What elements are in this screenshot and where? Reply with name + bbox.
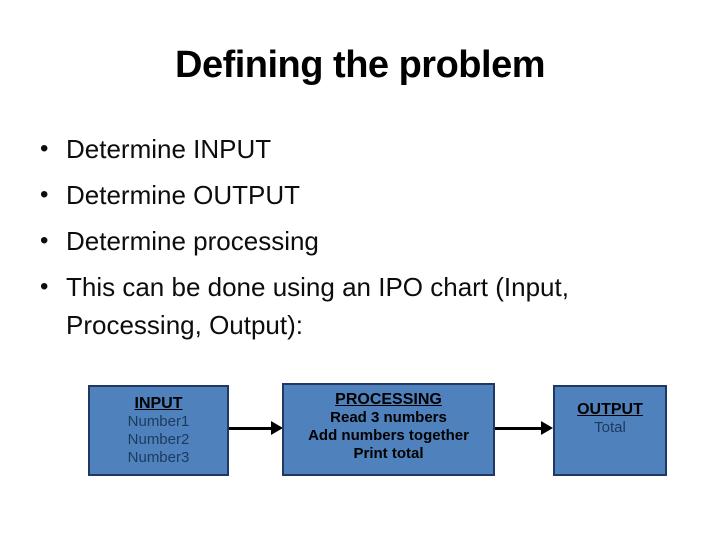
flow-arrow-processing-to-output [495, 427, 542, 430]
bullet-item: • Determine INPUT [38, 130, 653, 168]
ipo-input-line: Number2 [127, 431, 190, 448]
ipo-processing-line: Add numbers together [308, 427, 469, 444]
ipo-processing-line: Print total [353, 445, 424, 462]
bullet-text: Determine INPUT [66, 134, 272, 164]
bullet-dot-icon: • [40, 181, 49, 208]
ipo-output-line: Total [594, 419, 626, 436]
ipo-processing-line: Read 3 numbers [330, 409, 447, 426]
ipo-input-line: Number1 [127, 413, 190, 430]
bullet-list: • Determine INPUT • Determine OUTPUT • D… [38, 130, 653, 352]
ipo-processing-title: PROCESSING [335, 391, 442, 408]
ipo-input-box: INPUT Number1 Number2 Number3 [88, 385, 229, 476]
ipo-input-title: INPUT [134, 395, 183, 412]
bullet-dot-icon: • [40, 273, 49, 300]
ipo-input-line: Number3 [127, 449, 190, 466]
bullet-text: Determine processing [66, 226, 319, 256]
ipo-processing-box: PROCESSING Read 3 numbers Add numbers to… [282, 383, 495, 476]
flow-arrow-input-to-processing [229, 427, 272, 430]
ipo-output-title: OUTPUT [577, 401, 643, 418]
slide-title: Defining the problem [175, 44, 546, 86]
bullet-text: This can be done using an IPO chart (Inp… [66, 272, 569, 340]
bullet-text: Determine OUTPUT [66, 180, 301, 210]
arrow-head-icon [271, 421, 283, 435]
bullet-item: • This can be done using an IPO chart (I… [38, 268, 653, 344]
arrow-head-icon [541, 421, 553, 435]
bullet-dot-icon: • [40, 135, 49, 162]
bullet-item: • Determine OUTPUT [38, 176, 653, 214]
bullet-item: • Determine processing [38, 222, 653, 260]
bullet-dot-icon: • [40, 227, 49, 254]
ipo-output-box: OUTPUT Total [553, 385, 667, 476]
